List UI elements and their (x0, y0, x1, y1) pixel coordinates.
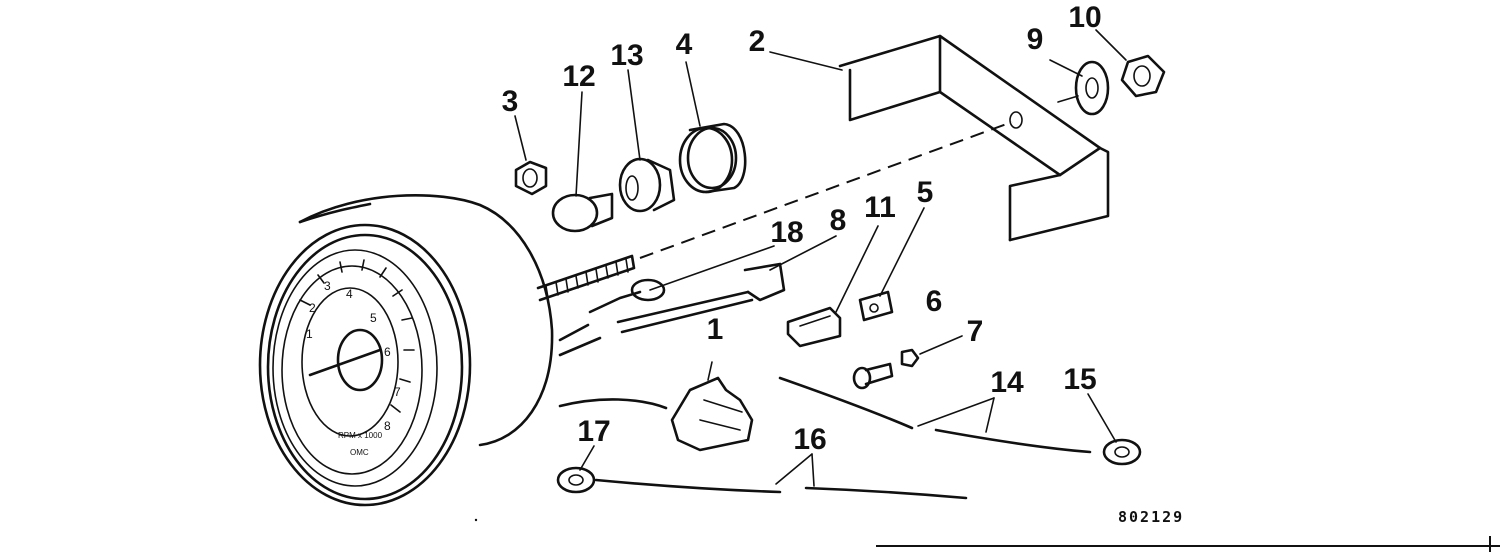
hex-nut (1120, 54, 1166, 98)
dial-numeral-7: 7 (394, 385, 401, 399)
dial-numeral-5: 5 (370, 311, 377, 325)
bulb-socket-nut (514, 160, 548, 196)
spade-terminal (858, 290, 894, 322)
ring-terminal-15 (1102, 438, 1142, 466)
callout-6: 6 (925, 285, 943, 318)
callout-10: 10 (1068, 1, 1102, 34)
screw (852, 348, 920, 390)
callout-3: 3 (501, 85, 519, 118)
grommet (678, 122, 747, 194)
callout-1: 1 (706, 313, 724, 346)
callout-18: 18 (770, 216, 804, 249)
dial-numeral-1: 1 (306, 327, 313, 341)
alignment-line (639, 121, 1013, 259)
wire-14-upper (778, 376, 914, 430)
callout-15: 15 (1063, 363, 1097, 396)
mounting-bracket (838, 34, 1110, 242)
callout-7: 7 (966, 315, 984, 348)
callout-11: 11 (864, 191, 896, 224)
wire-clamp (558, 376, 754, 452)
callout-5: 5 (916, 176, 934, 209)
callout-2: 2 (748, 25, 766, 58)
dial-numeral-6: 6 (384, 345, 391, 359)
dial-scale-text: RPM x 1000 (338, 431, 383, 440)
stray-dot (474, 518, 478, 522)
bulb-holder (618, 157, 676, 213)
wire-16-left (594, 478, 782, 494)
dial-numeral-4: 4 (346, 287, 353, 301)
callout-4: 4 (675, 28, 693, 61)
lockwasher (1074, 60, 1110, 116)
lamp-bulb (551, 192, 614, 233)
dial-numeral-8: 8 (384, 419, 391, 433)
callout-8: 8 (829, 204, 847, 237)
tach-lead-short (558, 336, 602, 357)
dial-brand-text: OMC (350, 448, 369, 457)
tach-lead-lower (558, 323, 590, 342)
wire-16-right (804, 486, 968, 500)
leader-lines (514, 29, 1127, 487)
callout-14: 14 (990, 366, 1024, 399)
wire-14-lower (934, 428, 1092, 454)
callout-13: 13 (610, 39, 644, 72)
callout-12: 12 (562, 60, 596, 93)
dial-numeral-3: 3 (324, 279, 331, 293)
threaded-stud (536, 254, 636, 302)
tachometer: 1 2 3 4 5 6 7 8 RPM x 1000 OMC (258, 194, 554, 507)
insulated-lead (616, 262, 786, 334)
ring-terminal-lead (588, 278, 666, 314)
dial-numeral-2: 2 (309, 301, 316, 315)
drawing-number: 802129 (1118, 508, 1185, 526)
callout-9: 9 (1026, 23, 1044, 56)
connector-terminal (786, 306, 842, 348)
callout-17: 17 (577, 415, 611, 448)
ring-terminal-17 (556, 466, 596, 494)
callout-16: 16 (793, 423, 827, 456)
